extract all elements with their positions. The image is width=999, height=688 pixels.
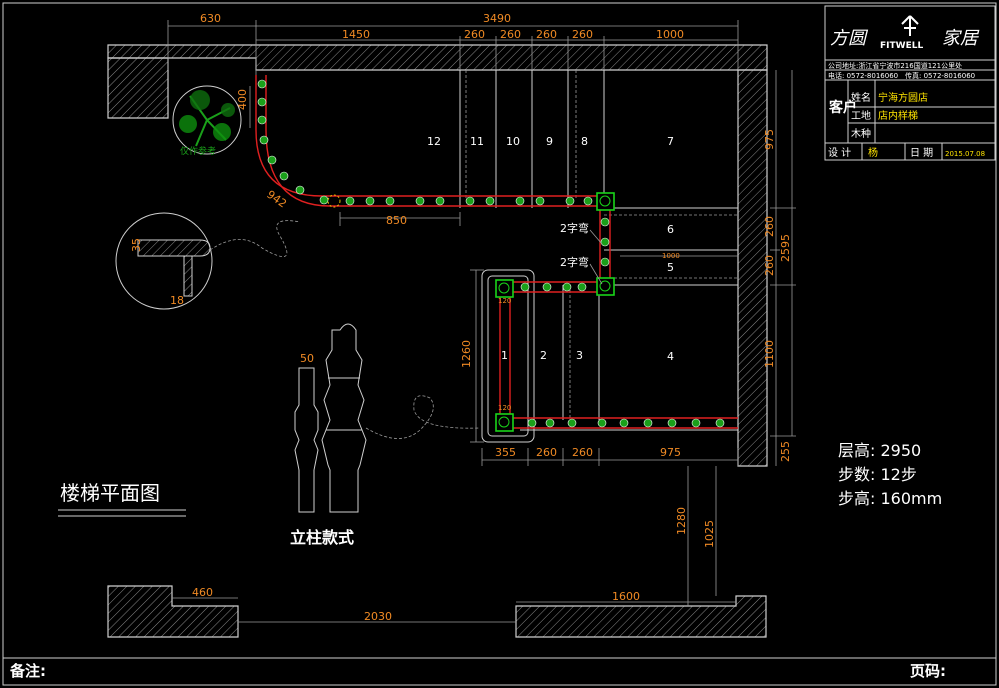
dim-260-d: 260	[572, 28, 593, 41]
dim-630: 630	[200, 12, 221, 25]
profile-height-dim: 35	[130, 238, 143, 252]
dim-260-bottom-b: 260	[572, 446, 593, 459]
brand-left: 方圆	[830, 28, 869, 49]
spec-step-height: 步高: 160mm	[838, 489, 942, 508]
brand-mark: FITWELL	[880, 41, 923, 51]
dimension-lines	[167, 20, 796, 623]
dimension-labels: 630 3490 1450 260 260 260 260 1000 400 9…	[192, 12, 792, 623]
dim-1000-inner: 1000	[662, 252, 680, 260]
handrail-profile-detail: 35 18	[115, 212, 301, 310]
step-label-10: 10	[506, 135, 520, 148]
right-wall	[737, 69, 768, 467]
dim-260-right-a: 260	[763, 216, 776, 237]
date-label: 日 期	[910, 147, 933, 159]
name-value: 宁海方圆店	[878, 91, 928, 104]
dim-120-a: 120	[498, 297, 511, 305]
dim-1100: 1100	[763, 340, 776, 368]
profile-width-dim: 18	[170, 294, 184, 307]
dim-1600: 1600	[612, 590, 640, 603]
date-value: 2015.07.08	[945, 150, 985, 158]
dim-260-a: 260	[464, 28, 485, 41]
company-phone: 电话: 0572-8016060	[828, 71, 898, 80]
dim-400: 400	[236, 89, 249, 110]
step-label-11: 11	[470, 135, 484, 148]
step-label-5: 5	[667, 261, 674, 274]
dim-255: 255	[779, 441, 792, 462]
dim-260-c: 260	[536, 28, 557, 41]
spec-steps: 步数: 12步	[838, 465, 917, 484]
customer-label: 客户	[828, 99, 857, 116]
turn-note-a: 2字弯	[560, 221, 589, 235]
dim-460: 460	[192, 586, 213, 599]
designer-value: 杨	[868, 146, 878, 159]
dim-2030: 2030	[364, 610, 392, 623]
balusters	[257, 79, 725, 428]
top-wall	[107, 44, 768, 71]
footer-page-label: 页码:	[910, 662, 946, 680]
walls	[107, 44, 768, 638]
brand-logo-icon	[901, 15, 919, 36]
dim-850: 850	[386, 214, 407, 227]
dim-1450: 1450	[342, 28, 370, 41]
dim-2595: 2595	[779, 234, 792, 262]
left-wall-upper	[107, 57, 169, 119]
post-style-label: 立柱款式	[290, 528, 354, 547]
project-value: 店内样梯	[878, 109, 918, 122]
material-label: 木种	[851, 127, 871, 140]
step-label-7: 7	[667, 135, 674, 148]
dim-120-b: 120	[498, 404, 511, 412]
tread-lines	[255, 70, 738, 443]
step-label-12: 12	[427, 135, 441, 148]
dim-3490: 3490	[483, 12, 511, 25]
step-label-4: 4	[667, 350, 674, 363]
post-style-drawings: 50 立柱款式	[290, 323, 481, 547]
bottom-left-wall	[107, 585, 239, 638]
dim-260-bottom-a: 260	[536, 446, 557, 459]
step-numbers: 1 2 3 4 5 6 7 8 9 10 11 12	[427, 135, 674, 363]
step-label-3: 3	[576, 349, 583, 362]
dim-1260: 1260	[460, 340, 473, 368]
dim-260-right-b: 260	[763, 255, 776, 276]
dim-975-bottom: 975	[660, 446, 681, 459]
brand-right: 家居	[942, 28, 980, 49]
designer-label: 设 计	[828, 146, 851, 159]
spec-floor-height: 层高: 2950	[838, 441, 921, 460]
project-label: 工地	[851, 109, 871, 122]
step-label-8: 8	[581, 135, 588, 148]
dim-1025: 1025	[703, 520, 716, 548]
page-title: 楼梯平面图	[60, 481, 160, 505]
title-block: 方圆 FITWELL 家居 公司地址:浙江省宁波市216国道121公里处 电话:…	[824, 5, 996, 161]
bottom-right-wall	[515, 595, 767, 638]
dim-1280: 1280	[675, 507, 688, 535]
company-fax: 传真: 0572-8016060	[905, 71, 975, 80]
newel-posts	[495, 192, 615, 432]
turn-note-b: 2字弯	[560, 255, 589, 269]
step-label-2: 2	[540, 349, 547, 362]
step-label-1: 1	[501, 349, 508, 362]
dim-975-right: 975	[763, 129, 776, 150]
customer-label-text: 客户	[828, 99, 857, 116]
plant-decoration: 仅作参考	[172, 85, 242, 157]
dim-260-b: 260	[500, 28, 521, 41]
footer-notes-label: 备注:	[9, 662, 46, 680]
plant-watermark: 仅作参考	[180, 145, 216, 157]
company-address: 公司地址:浙江省宁波市216国道121公里处	[828, 61, 962, 70]
step-label-9: 9	[546, 135, 553, 148]
post-width-dim: 50	[300, 352, 314, 365]
dim-355: 355	[495, 446, 516, 459]
step-label-6: 6	[667, 223, 674, 236]
dim-1000-top: 1000	[656, 28, 684, 41]
name-label: 姓名	[851, 91, 871, 104]
